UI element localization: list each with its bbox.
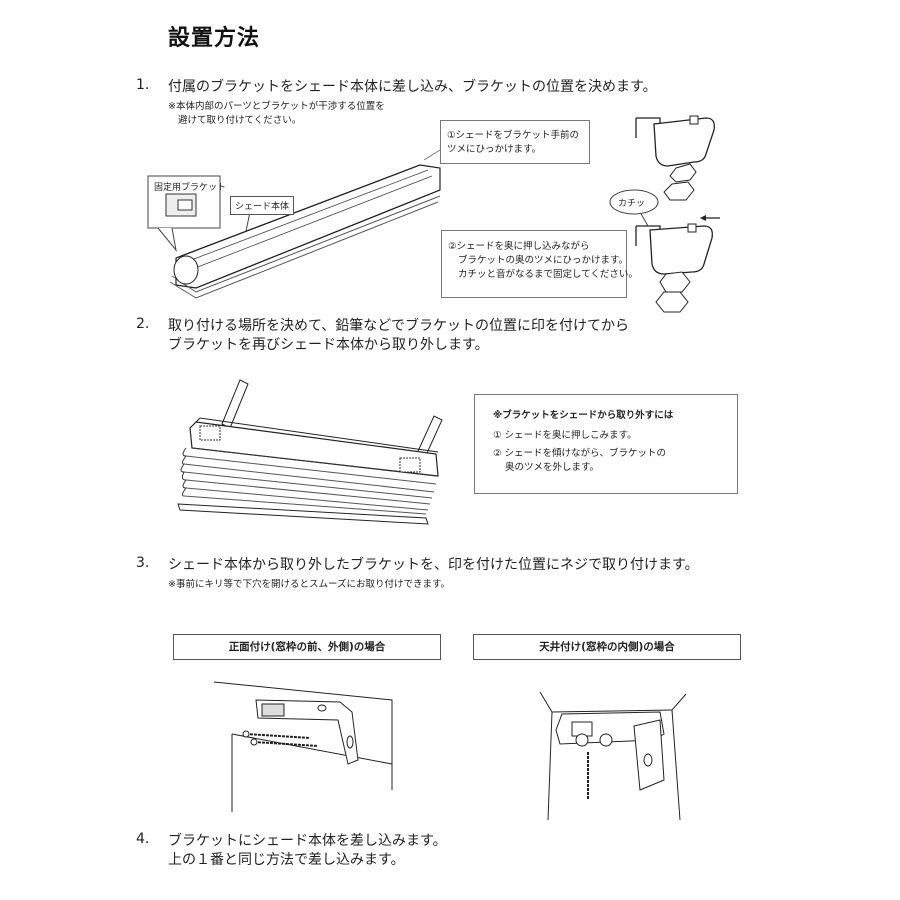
removal-item2-line1: ② シェードを傾けながら、ブラケットの (493, 448, 667, 459)
ceiling-mount-header: 天井付け(窓枠の内側)の場合 (473, 634, 741, 660)
step-4-line2: 上の１番と同じ方法で差し込みます。 (168, 852, 405, 868)
step-2-line2: ブラケットを再びシェード本体から取り外します。 (168, 337, 489, 353)
removal-item2-line2: 奥のツメを外します。 (505, 462, 600, 473)
step-2-number: 2. (136, 316, 150, 332)
push-line3: カチッと音がなるまで固定してください。 (458, 269, 638, 280)
push-in-box: ②シェードを奥に押し込みながら ブラケットの奥のツメにひっかけます。 カチッと音… (441, 230, 638, 298)
step-1-note-line1: ※本体内部のパーツとブラケットが干渉する位置を (168, 101, 385, 112)
push-line2: ブラケットの奥のツメにひっかけます。 (458, 255, 629, 266)
step-2-line1: 取り付ける場所を決めて、鉛筆などでブラケットの位置に印を付けてから (168, 318, 630, 334)
step-1-number: 1. (136, 77, 150, 93)
removal-instructions-box: ※ブラケットをシェードから取り外すには ① シェードを奥に押しこみます。 ② シ… (474, 394, 738, 494)
front-mount-header: 正面付け(窓枠の前、外側)の場合 (173, 634, 441, 660)
step-4-line1: ブラケットにシェード本体を差し込みます。 (168, 833, 447, 849)
hook-front-box: ①シェードをブラケット手前の ツメにひっかけます。 (440, 120, 590, 164)
step-3-number: 3. (136, 555, 150, 571)
hook-front-line1: ①シェードをブラケット手前の (447, 130, 580, 141)
fixed-bracket-label: 固定用ブラケット (154, 183, 227, 193)
removal-heading: ※ブラケットをシェードから取り外すには (493, 410, 674, 421)
click-label: カチッ (618, 199, 646, 209)
step-3-text: シェード本体から取り外したブラケットを、印を付けた位置にネジで取り付けます。 (168, 557, 699, 573)
push-line1: ②シェードを奥に押し込みながら (448, 241, 590, 252)
removal-item1: ① シェードを奥に押しこみます。 (493, 430, 637, 441)
step-4-number: 4. (136, 831, 150, 847)
step-1-text: 付属のブラケットをシェード本体に差し込み、ブラケットの位置を決めます。 (168, 79, 657, 95)
hook-front-line2: ツメにひっかけます。 (447, 144, 542, 155)
step-3-note: ※事前にキリ等で下穴を開けるとスムーズにお取り付けできます。 (168, 579, 451, 590)
page-title: 設置方法 (168, 26, 261, 51)
step-1-note-line2: 避けて取り付けてください。 (178, 115, 302, 126)
shade-body-label: シェード本体 (230, 196, 295, 215)
